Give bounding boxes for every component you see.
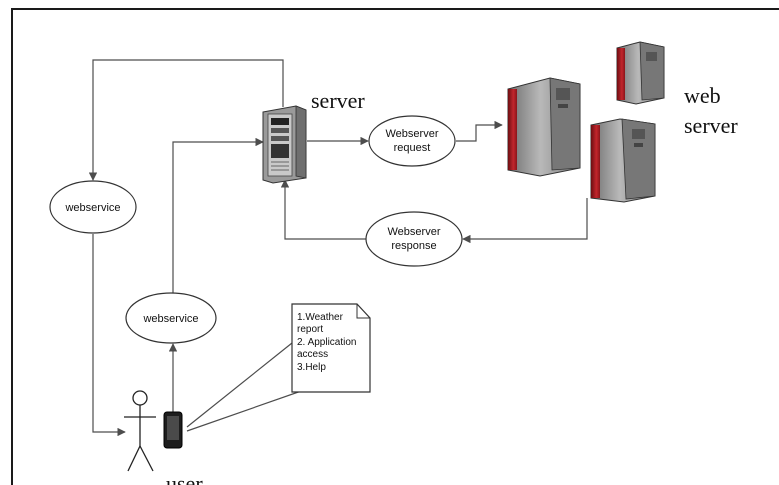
user-label: user (166, 471, 203, 485)
server-icon (262, 105, 307, 184)
request-label-line2: request (394, 142, 431, 154)
note-line-1: 1.Weather (297, 312, 344, 323)
edge-webserver-to-response (462, 198, 588, 244)
note-line-2: report (297, 324, 323, 335)
mobile-phone-icon (163, 411, 183, 449)
edge-webservice-user-to-server (172, 137, 264, 296)
diagram-border (11, 8, 779, 485)
edge-webservice-to-user (92, 234, 126, 437)
web-server-tower-bottom-icon (590, 118, 656, 203)
note-line-4: access (297, 349, 328, 360)
server-label: server (311, 88, 365, 113)
note-line-5: 3.Help (297, 362, 326, 373)
webservice-user-label: webservice (142, 313, 198, 325)
web-server-label-line2: server (684, 113, 738, 138)
webserver-response-node: Webserver response (365, 211, 463, 267)
web-server-tower-large-icon (507, 77, 581, 177)
note-line-3: 2. Application (297, 337, 357, 348)
edge-server-to-webservice (88, 59, 284, 181)
edge-phone-to-note-a (186, 342, 293, 428)
edge-request-to-webserver (456, 120, 503, 142)
response-label-line1: Webserver (388, 226, 441, 238)
connectors (88, 59, 588, 437)
webserver-request-node: Webserver request (368, 115, 456, 167)
edge-phone-to-note-b (186, 388, 308, 432)
user-figure-icon (124, 390, 156, 472)
webservice-left-node: webservice (49, 180, 137, 234)
edge-response-to-server (280, 179, 368, 240)
feature-note: 1.Weather report 2. Application access 3… (291, 303, 371, 393)
request-label-line1: Webserver (386, 128, 439, 140)
web-server-tower-top-icon (616, 41, 665, 105)
webservice-user-node: webservice (125, 292, 217, 344)
webservice-left-label: webservice (64, 202, 120, 214)
web-server-label-line1: web (684, 83, 721, 108)
response-label-line2: response (391, 240, 436, 252)
